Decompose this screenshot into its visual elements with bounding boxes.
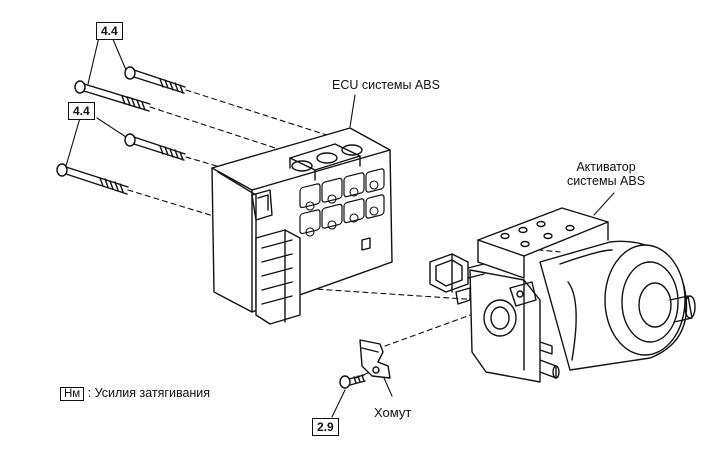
bolt-lower-1 [124,133,186,161]
clamp-label: Хомут [374,405,412,420]
actuator-unit [429,207,696,383]
bolt-upper-1 [124,66,186,94]
torque-box-top: 4.4 [96,22,123,40]
torque-box-middle: 4.4 [68,102,95,120]
bolt-upper-2 [74,80,151,112]
actuator-label-line1: Активатор [576,160,636,174]
actuator-label-line2: системы ABS [566,174,646,188]
legend: Нм : Усилия затягивания [60,386,210,401]
torque-box-bottom: 2.9 [312,418,339,436]
ecu-label: ECU системы ABS [332,78,440,92]
clamp-part [359,339,391,379]
legend-unit-box: Нм [60,387,85,401]
bolt-lower-2 [56,163,129,195]
ecu-unit [211,127,393,325]
legend-text: : Усилия затягивания [87,386,211,400]
screw-small [339,374,366,389]
